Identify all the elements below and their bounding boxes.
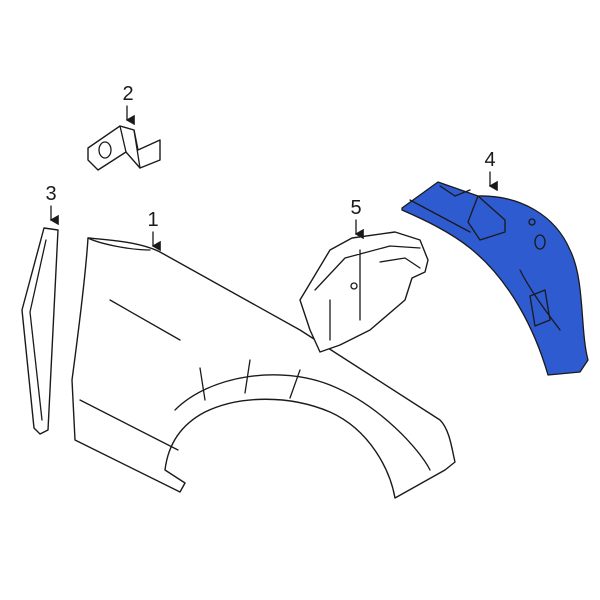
callout-label-4: 4 [484, 149, 495, 171]
callout-3: 3 [45, 183, 59, 226]
callout-label-3: 3 [45, 183, 56, 205]
part-2-bracket[interactable] [87, 125, 161, 171]
callout-label-1: 1 [147, 209, 158, 231]
callout-4: 4 [484, 149, 498, 192]
callout-label-5: 5 [350, 197, 361, 219]
part-3-seal-strip[interactable] [21, 227, 59, 435]
part-4-fender-liner[interactable] [401, 181, 589, 376]
part-1-fender[interactable] [71, 237, 456, 499]
callout-5: 5 [350, 197, 364, 240]
callout-2: 2 [122, 83, 135, 126]
part-5-splash-shield[interactable] [299, 231, 429, 353]
callout-1: 1 [147, 209, 161, 252]
callout-label-2: 2 [122, 83, 133, 105]
